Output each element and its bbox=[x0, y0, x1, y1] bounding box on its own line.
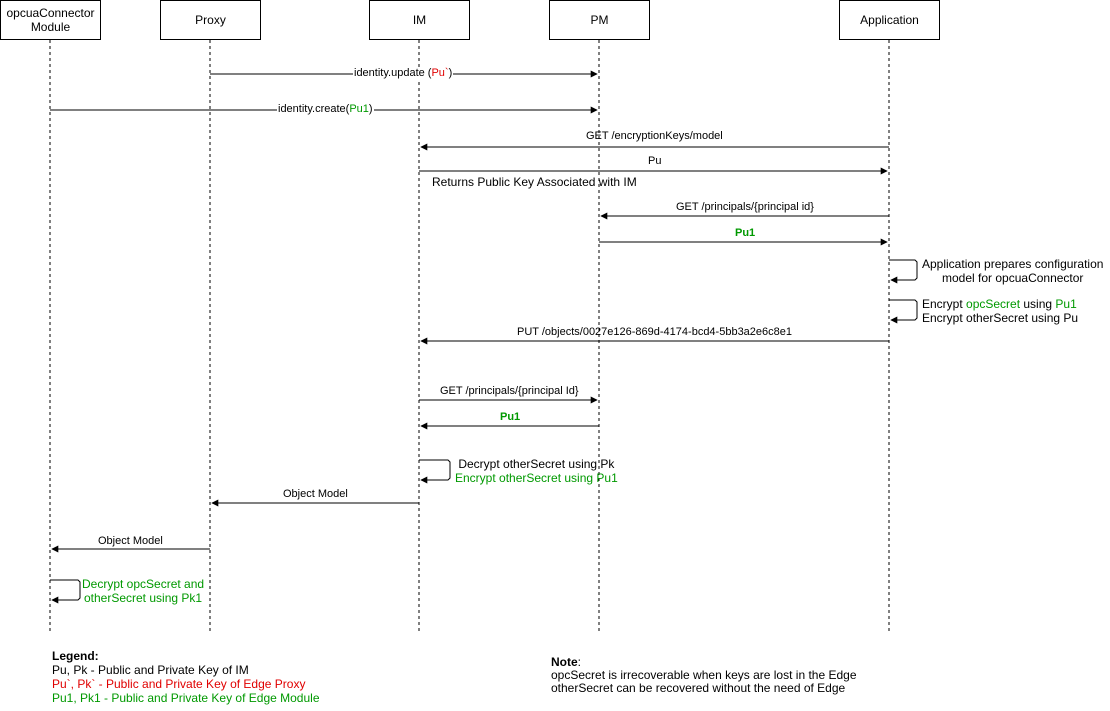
self-loop-app-prepare bbox=[889, 259, 918, 284]
note-app-encrypt: Encrypt opcSecret using Pu1 Encrypt othe… bbox=[922, 297, 1078, 325]
participant-application: Application bbox=[839, 0, 940, 40]
participant-im: IM bbox=[369, 0, 470, 40]
label-put-objects: PUT /objects/0027e126-869d-4174-bcd4-5bb… bbox=[517, 326, 793, 338]
note-line-2: otherSecret can be recovered without the… bbox=[551, 681, 846, 695]
legend-line-proxy: Pu`, Pk` - Public and Private Key of Edg… bbox=[52, 677, 306, 691]
lifelines bbox=[49, 40, 890, 632]
note-title-colon: : bbox=[577, 655, 582, 669]
note-im-decrypt-line1: Decrypt otherSecret using Pk bbox=[458, 457, 615, 471]
note-im-decrypt: Decrypt otherSecret using Pk Encrypt oth… bbox=[455, 457, 618, 485]
self-loop-app-encrypt bbox=[889, 299, 918, 324]
note-opcua-decrypt: Decrypt opcSecret and otherSecret using … bbox=[82, 577, 204, 605]
note-opcua-decrypt-line1: Decrypt opcSecret and bbox=[82, 577, 205, 591]
note-opcua-decrypt-line2: otherSecret using Pk1 bbox=[83, 591, 203, 605]
legend: Legend: Pu, Pk - Public and Private Key … bbox=[52, 649, 320, 705]
note-box: Note: opcSecret is irrecoverable when ke… bbox=[551, 656, 857, 695]
participant-proxy: Proxy bbox=[160, 0, 261, 40]
label-pu1-1: Pu1 bbox=[735, 227, 756, 239]
label-identity-create-key: Pu1 bbox=[349, 103, 369, 115]
participant-proxy-label: Proxy bbox=[195, 13, 226, 27]
legend-line-module: Pu1, Pk1 - Public and Private Key of Edg… bbox=[52, 691, 320, 705]
participant-pm-label: PM bbox=[590, 13, 609, 27]
label-identity-update: identity.update (Pu`) bbox=[353, 67, 454, 80]
label-identity-create-close: ) bbox=[368, 103, 373, 115]
label-object-model-1: Object Model bbox=[283, 488, 348, 500]
note-title-row: Note: bbox=[551, 656, 857, 669]
label-get-principals-1: GET /principals/{principal id} bbox=[676, 201, 814, 213]
label-identity-create: identity.create(Pu1) bbox=[277, 103, 374, 116]
label-pu: Pu bbox=[648, 155, 662, 167]
note-line-1: opcSecret is irrecoverable when keys are… bbox=[551, 668, 857, 682]
note-app-encrypt-line1: Encrypt opcSecret using Pu1 bbox=[922, 297, 1078, 311]
note-app-encrypt-using: using bbox=[1020, 297, 1056, 311]
label-identity-update-text: identity.update ( bbox=[354, 67, 432, 79]
label-object-model-2: Object Model bbox=[98, 535, 163, 547]
label-pu1-2: Pu1 bbox=[500, 411, 521, 423]
participant-application-label: Application bbox=[860, 13, 919, 27]
self-loop-opcua-decrypt bbox=[50, 579, 81, 604]
label-get-principals-2: GET /principals/{principal Id} bbox=[440, 385, 579, 397]
note-app-prepares-config: Application prepares configuration model… bbox=[922, 257, 1103, 285]
note-app-encrypt-pre: Encrypt bbox=[922, 297, 967, 311]
note-returns-public-key: Returns Public Key Associated with IM bbox=[432, 175, 637, 189]
label-identity-update-key: Pu` bbox=[431, 67, 449, 79]
participant-opcua-connector: opcuaConnector Module bbox=[0, 0, 101, 40]
note-app-prepares-line2: model for opcuaConnector bbox=[942, 271, 1084, 285]
note-app-encrypt-pu1: Pu1 bbox=[1055, 297, 1077, 311]
label-identity-update-close: ) bbox=[448, 67, 453, 79]
legend-line-im: Pu, Pk - Public and Private Key of IM bbox=[52, 663, 249, 677]
participant-pm: PM bbox=[549, 0, 650, 40]
participant-opcua-label: opcuaConnector Module bbox=[6, 6, 95, 34]
participant-im-label: IM bbox=[412, 13, 427, 27]
note-title: Note bbox=[551, 655, 578, 669]
self-loop-im-decrypt bbox=[419, 459, 451, 484]
note-app-encrypt-opcsecret: opcSecret bbox=[966, 297, 1021, 311]
note-app-encrypt-line2: Encrypt otherSecret using Pu bbox=[922, 311, 1079, 325]
note-im-decrypt-line2: Encrypt otherSecret using Pu1 bbox=[455, 471, 618, 485]
note-app-prepares-line1: Application prepares configuration bbox=[922, 257, 1104, 271]
label-identity-create-text: identity.create( bbox=[278, 103, 350, 115]
legend-title: Legend: bbox=[52, 649, 99, 663]
label-get-encryption-keys: GET /encryptionKeys/model bbox=[586, 130, 723, 142]
